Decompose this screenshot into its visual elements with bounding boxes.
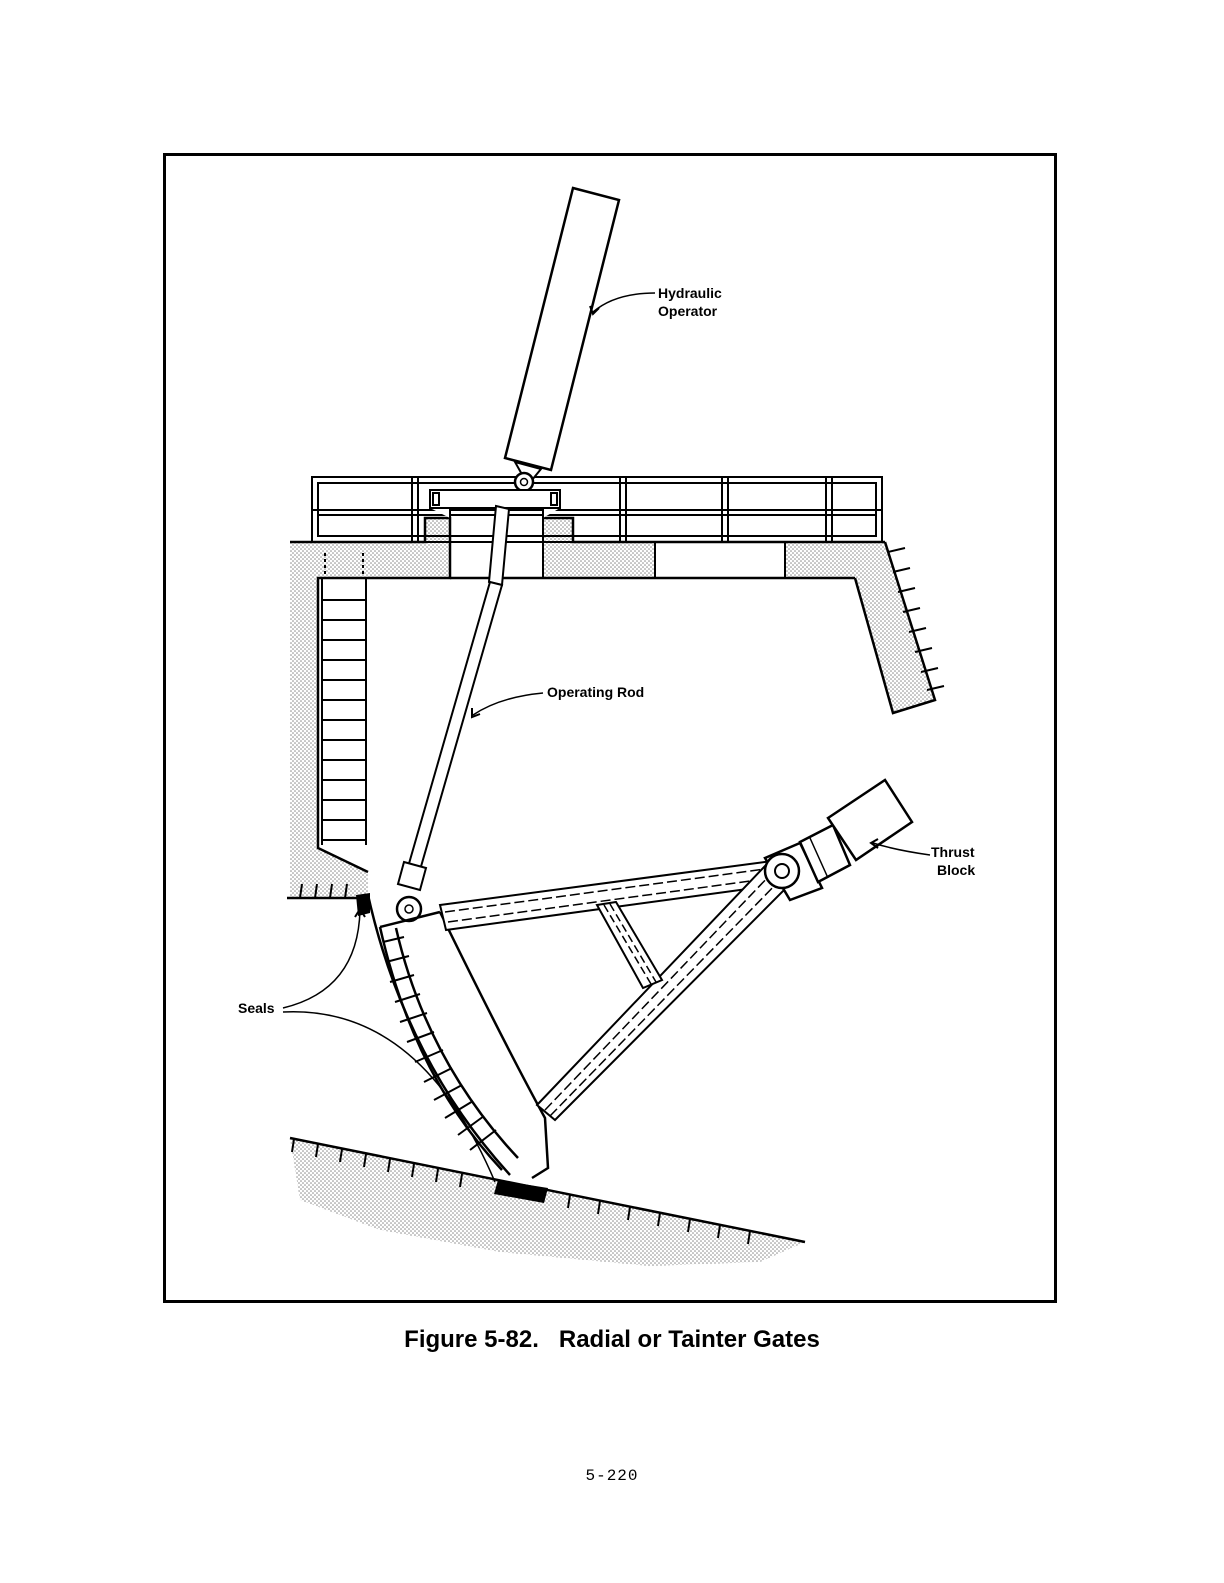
label-operating-rod: Operating Rod: [547, 684, 644, 700]
label-thrust-block-line1: Thrust: [931, 844, 975, 860]
trunnion-assembly: [765, 780, 912, 900]
tainter-gate-diagram: Hydraulic Operator Operating Rod Thrust …: [163, 153, 1057, 1303]
figure-caption: Figure 5-82. Radial or Tainter Gates: [0, 1326, 1224, 1354]
ladder: [322, 553, 366, 845]
label-seals: Seals: [238, 1000, 275, 1016]
cross-brace: [597, 902, 662, 988]
bridge-deck: [450, 518, 944, 713]
gate-ribs: [383, 937, 496, 1150]
label-thrust-block-line2: Block: [937, 862, 975, 878]
page-number: 5-220: [0, 1467, 1224, 1485]
handrail: [312, 477, 882, 542]
gate-skin-plate: [368, 895, 548, 1178]
label-hydraulic-operator-line1: Hydraulic: [658, 285, 722, 301]
hydraulic-cylinder: [505, 188, 619, 491]
label-hydraulic-operator-line2: Operator: [658, 303, 718, 319]
figure-frame: Hydraulic Operator Operating Rod Thrust …: [163, 153, 1057, 1303]
